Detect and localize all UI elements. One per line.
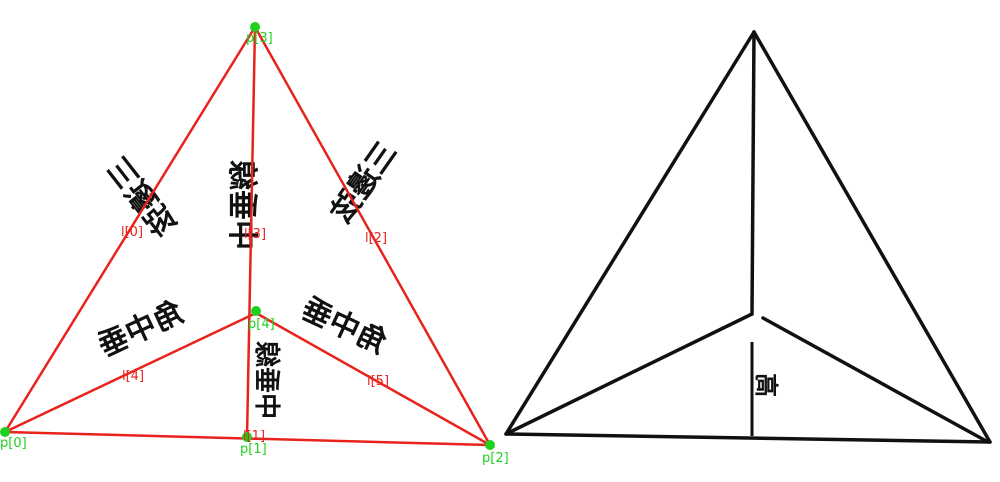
label-p2: p[2]	[482, 451, 509, 466]
label-l3: l[3]	[244, 227, 266, 242]
line-p0-p4	[4, 311, 257, 434]
line-p3-p4	[245, 26, 257, 438]
lower-left-inner-glyphs: 角中垂	[93, 295, 189, 365]
red-lines	[3, 26, 492, 447]
r-line-base	[504, 432, 992, 444]
label-l1: l[1]	[243, 429, 265, 444]
green-points	[0, 22, 495, 450]
label-p4: p[4]	[248, 317, 275, 332]
line-p0-p3	[3, 26, 257, 433]
point-p1	[242, 432, 252, 442]
line-p3-p2	[253, 26, 492, 446]
label-l5: l[5]	[367, 374, 389, 389]
lower-right-inner-glyphs: 角中垂	[296, 292, 392, 362]
r-line-center	[750, 30, 756, 316]
r-line-inner-left	[508, 312, 754, 434]
point-p2	[485, 440, 495, 450]
right-panel	[504, 30, 992, 444]
bottom-vertical-glyphs: 中垂線	[251, 341, 282, 419]
label-l2: l[2]	[365, 231, 387, 246]
label-p3: p[3]	[246, 31, 273, 46]
r-line-inner-right	[761, 316, 990, 444]
label-l4: l[4]	[122, 369, 144, 384]
right-edge-glyphs: 三邊弦	[324, 136, 404, 230]
left-panel: 三邊弦 三邊弦 中垂線 角中垂 角中垂 中垂線 p[0] p[1	[0, 22, 509, 466]
right-inner-glyph: 高	[752, 373, 781, 397]
line-p4-p2	[255, 311, 491, 447]
label-p1: p[1]	[240, 442, 267, 457]
point-p4	[251, 306, 261, 316]
point-p0	[0, 427, 10, 437]
label-l0: l[0]	[121, 225, 143, 240]
label-p0: p[0]	[0, 436, 27, 451]
point-p3	[250, 22, 260, 32]
r-line-right	[752, 30, 992, 444]
r-line-left	[504, 30, 756, 436]
